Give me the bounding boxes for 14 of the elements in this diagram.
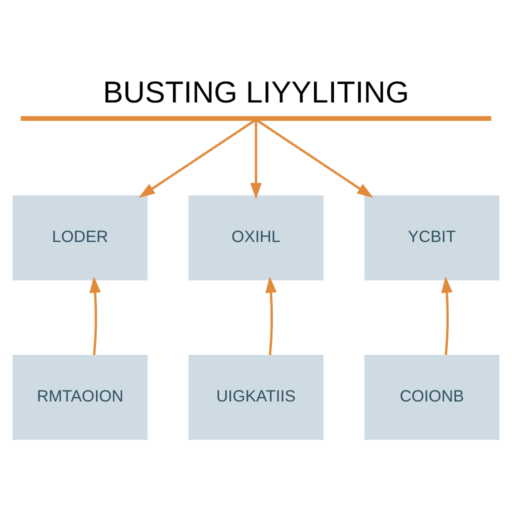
- arrow: [441, 276, 453, 355]
- node-box: OXIHL: [188, 194, 324, 280]
- node-box: RMTAOION: [12, 354, 148, 440]
- arrow: [265, 276, 277, 355]
- arrow: [250, 120, 262, 199]
- node-box: UIGKATIIS: [188, 354, 324, 440]
- arrow: [256, 118, 374, 198]
- node-box: LODER: [12, 194, 148, 280]
- node-box: COIONB: [364, 354, 500, 440]
- arrow: [89, 276, 101, 355]
- arrow: [138, 118, 256, 198]
- node-box: YCBIT: [364, 194, 500, 280]
- node-bar: [20, 116, 492, 120]
- diagram-title: BUSTING LIYYLITING: [102, 76, 410, 110]
